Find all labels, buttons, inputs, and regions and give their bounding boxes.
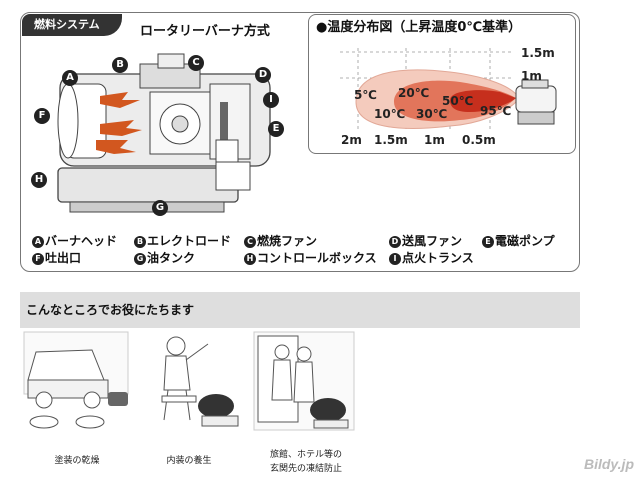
- legend-badge: H: [244, 253, 256, 265]
- brand-logo: Bildy.jp: [583, 456, 634, 472]
- legend-text: 点火トランス: [402, 251, 474, 265]
- temperature-distribution-diagram: [340, 48, 557, 130]
- legend-text: バーナヘッド: [45, 234, 118, 248]
- temp-label-20c: 20℃: [398, 86, 430, 100]
- height-label-1-5m: 1.5m: [521, 46, 555, 60]
- legend-text: エレクトロード: [147, 234, 232, 248]
- callout-b: B: [112, 57, 128, 73]
- legend-badge: B: [134, 236, 146, 248]
- burner-diagram: [57, 53, 271, 213]
- distance-label-1m: 1m: [424, 133, 445, 147]
- legend-text: 電磁ポンプ: [495, 234, 555, 248]
- caption-interior-curing: 内装の養生: [166, 456, 212, 466]
- legend-badge: A: [32, 236, 44, 248]
- burner-type-title: ロータリーバーナ方式: [140, 24, 270, 39]
- distance-label-2m: 2m: [341, 133, 362, 147]
- legend-badge: E: [482, 236, 494, 248]
- legend-badge: G: [134, 253, 146, 265]
- usage-heading: こんなところでお役にたちます: [20, 292, 580, 328]
- temp-label-10c: 10℃: [374, 107, 406, 121]
- height-label-1m: 1m: [521, 69, 542, 83]
- caption-hotel-line2: 玄関先の凍結防止: [269, 464, 342, 474]
- temp-label-50c: 50℃: [442, 94, 474, 108]
- callout-f: F: [34, 108, 50, 124]
- legend-text: コントロールボックス: [257, 251, 377, 265]
- legend-text: 油タンク: [147, 251, 196, 265]
- legend-badge: I: [389, 253, 401, 265]
- car-drying-illustration: [23, 331, 129, 429]
- distance-label-0-5m: 0.5m: [462, 133, 496, 147]
- callout-h: H: [31, 172, 47, 188]
- system-diagram-tab: 燃料システム図: [22, 14, 122, 53]
- legend-badge: F: [32, 253, 44, 265]
- legend-text: 燃焼ファン: [257, 234, 318, 248]
- callout-i: I: [263, 92, 279, 108]
- caption-hotel-line1: 旅館、ホテル等の: [269, 450, 342, 460]
- caption-car-drying: 塗装の乾燥: [54, 456, 100, 466]
- legend-badge: D: [389, 236, 401, 248]
- temp-label-5c: 5℃: [354, 88, 377, 102]
- hotel-entrance-illustration: [253, 331, 355, 431]
- callout-d: D: [255, 67, 271, 83]
- legend-badge: C: [244, 236, 256, 248]
- callout-g: G: [152, 200, 168, 216]
- callout-e: E: [268, 121, 284, 137]
- callout-c: C: [188, 55, 204, 71]
- temp-label-95c: 95℃: [480, 104, 512, 118]
- temp-label-30c: 30℃: [416, 107, 448, 121]
- temperature-title: ●温度分布図（上昇温度0℃基準）: [316, 20, 522, 35]
- interior-curing-illustration: [161, 336, 239, 427]
- callout-a: A: [62, 70, 78, 86]
- legend-text: 送風ファン: [402, 234, 463, 248]
- legend-text: 吐出口: [45, 251, 82, 265]
- distance-label-1-5m: 1.5m: [374, 133, 408, 147]
